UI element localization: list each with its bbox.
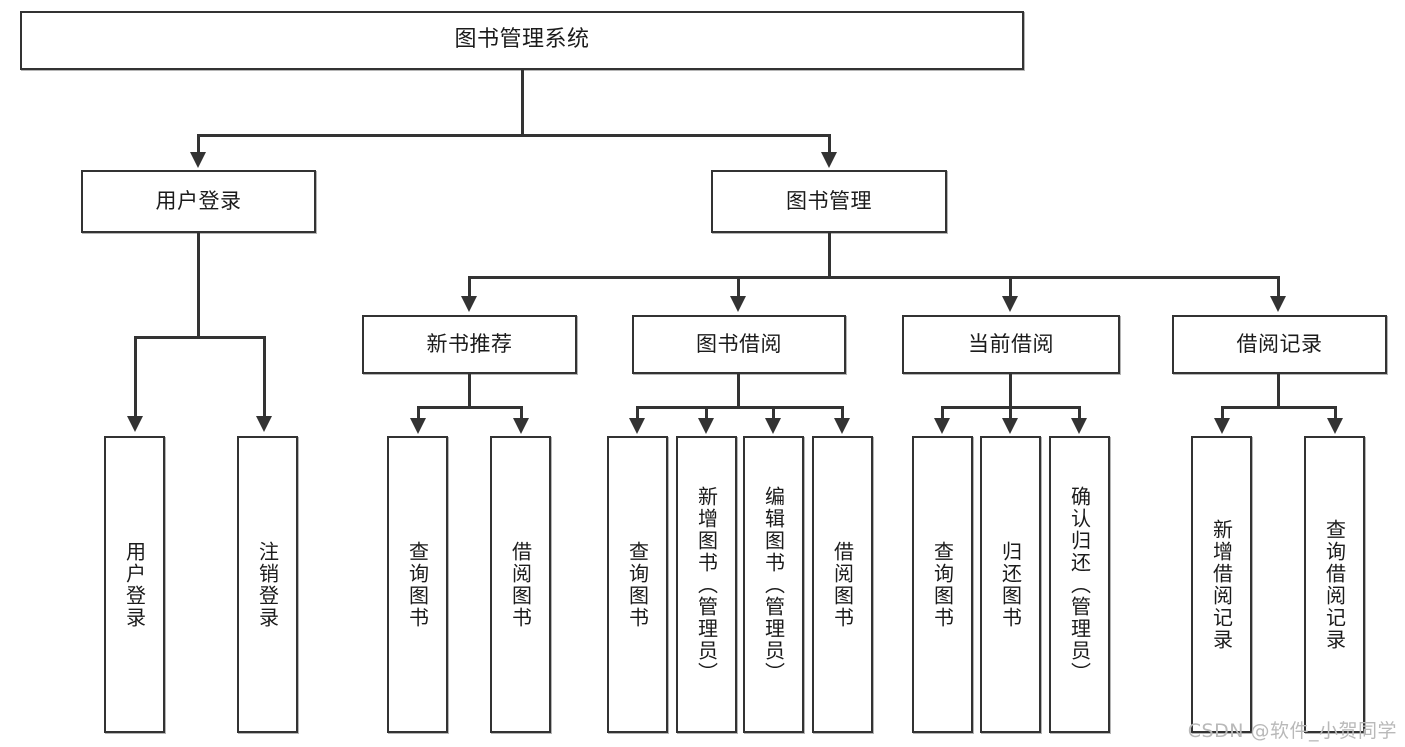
arrow-to-leaf-current-borrow-2	[1002, 418, 1018, 434]
connector-book-management-bus	[468, 276, 1280, 279]
node-label: 查询图书	[405, 540, 430, 629]
arrow-to-leaf-new-book-2	[513, 418, 529, 434]
connector-user-login-drop-1	[134, 336, 137, 418]
node-current-borrow[interactable]: 当前借阅	[902, 315, 1120, 374]
node-label: 图书管理	[786, 188, 872, 213]
node-book-borrow[interactable]: 图书借阅	[632, 315, 846, 374]
node-borrow-record[interactable]: 借阅记录	[1172, 315, 1387, 374]
connector-bm-drop-4	[1277, 276, 1280, 298]
arrow-to-leaf-current-borrow-1	[934, 418, 950, 434]
arrow-to-leaf-book-borrow-2	[698, 418, 714, 434]
arrow-to-user-login	[190, 152, 206, 168]
connector-root-bus	[197, 134, 831, 137]
leaf-new-book-borrow[interactable]: 借阅图书	[490, 436, 551, 733]
node-label: 查询图书	[625, 540, 650, 629]
connector-root-stem	[521, 70, 524, 136]
node-label: 新增借阅记录	[1209, 518, 1234, 651]
connector-bb-drop-2	[705, 406, 708, 420]
leaf-book-borrow-borrow[interactable]: 借阅图书	[812, 436, 873, 733]
arrow-to-current-borrow	[1002, 296, 1018, 312]
leaf-borrow-record-add[interactable]: 新增借阅记录	[1191, 436, 1252, 733]
leaf-current-borrow-confirm[interactable]: 确认归还（管理员）	[1049, 436, 1110, 733]
arrow-to-leaf-borrow-record-2	[1327, 418, 1343, 434]
node-label: 当前借阅	[968, 331, 1054, 356]
watermark-text: CSDN @软件_小贺同学	[1187, 720, 1397, 742]
connector-nb-drop-1	[417, 406, 420, 420]
leaf-user-login-logout[interactable]: 注销登录	[237, 436, 298, 733]
leaf-book-borrow-add[interactable]: 新增图书（管理员）	[676, 436, 737, 733]
leaf-book-borrow-query[interactable]: 查询图书	[607, 436, 668, 733]
node-label: 借阅记录	[1236, 331, 1323, 356]
connector-book-borrow-stem	[737, 374, 740, 408]
connector-root-drop-left	[197, 134, 200, 154]
connector-br-drop-2	[1334, 406, 1337, 420]
connector-cb-drop-2	[1009, 406, 1012, 420]
connector-root-drop-right	[828, 134, 831, 154]
connector-bb-drop-4	[841, 406, 844, 420]
node-label: 查询图书	[930, 540, 955, 629]
arrow-to-leaf-current-borrow-3	[1071, 418, 1087, 434]
node-new-book-recommend[interactable]: 新书推荐	[362, 315, 577, 374]
leaf-new-book-query[interactable]: 查询图书	[387, 436, 448, 733]
connector-user-login-bus	[134, 336, 266, 339]
node-label: 新增图书（管理员）	[694, 485, 719, 684]
node-label: 图书借阅	[696, 331, 782, 356]
leaf-current-borrow-return[interactable]: 归还图书	[980, 436, 1041, 733]
node-user-login[interactable]: 用户登录	[81, 170, 316, 233]
arrow-to-leaf-book-borrow-3	[765, 418, 781, 434]
connector-borrow-record-stem	[1277, 374, 1280, 408]
connector-bm-drop-2	[737, 276, 740, 298]
node-book-management[interactable]: 图书管理	[711, 170, 947, 233]
node-label: 新书推荐	[426, 331, 513, 356]
connector-bb-drop-1	[636, 406, 639, 420]
arrow-to-leaf-borrow-record-1	[1214, 418, 1230, 434]
connector-bm-drop-1	[468, 276, 471, 298]
node-label: 图书管理系统	[454, 27, 590, 53]
connector-borrow-record-bus	[1221, 406, 1337, 409]
arrow-to-leaf-book-borrow-4	[834, 418, 850, 434]
node-label: 编辑图书（管理员）	[761, 485, 786, 684]
arrow-to-leaf-book-borrow-1	[629, 418, 645, 434]
node-label: 用户登录	[155, 188, 242, 213]
connector-cb-drop-1	[941, 406, 944, 420]
connector-user-login-drop-2	[263, 336, 266, 418]
node-label: 借阅图书	[830, 540, 855, 629]
leaf-current-borrow-query[interactable]: 查询图书	[912, 436, 973, 733]
connector-new-book-bus	[417, 406, 523, 409]
arrow-to-leaf-user-login-1	[127, 416, 143, 432]
connector-user-login-stem	[197, 233, 200, 338]
connector-book-borrow-bus	[636, 406, 844, 409]
node-root-system[interactable]: 图书管理系统	[20, 11, 1024, 70]
connector-bb-drop-3	[772, 406, 775, 420]
arrow-to-new-book	[461, 296, 477, 312]
leaf-borrow-record-query[interactable]: 查询借阅记录	[1304, 436, 1365, 733]
arrow-to-leaf-user-login-2	[256, 416, 272, 432]
arrow-to-leaf-new-book-1	[410, 418, 426, 434]
connector-book-management-stem	[828, 233, 831, 278]
connector-bm-drop-3	[1009, 276, 1012, 298]
leaf-user-login-login[interactable]: 用户登录	[104, 436, 165, 733]
connector-current-borrow-stem	[1009, 374, 1012, 408]
connector-nb-drop-2	[520, 406, 523, 420]
connector-br-drop-1	[1221, 406, 1224, 420]
node-label: 查询借阅记录	[1322, 518, 1347, 651]
connector-new-book-stem	[468, 374, 471, 408]
connector-cb-drop-3	[1078, 406, 1081, 420]
node-label: 用户登录	[122, 540, 147, 629]
leaf-book-borrow-edit[interactable]: 编辑图书（管理员）	[743, 436, 804, 733]
arrow-to-book-borrow	[730, 296, 746, 312]
node-label: 确认归还（管理员）	[1067, 485, 1092, 684]
node-label: 借阅图书	[508, 540, 533, 629]
node-label: 归还图书	[998, 540, 1023, 629]
node-label: 注销登录	[255, 540, 280, 629]
arrow-to-book-management	[821, 152, 837, 168]
arrow-to-borrow-record	[1270, 296, 1286, 312]
